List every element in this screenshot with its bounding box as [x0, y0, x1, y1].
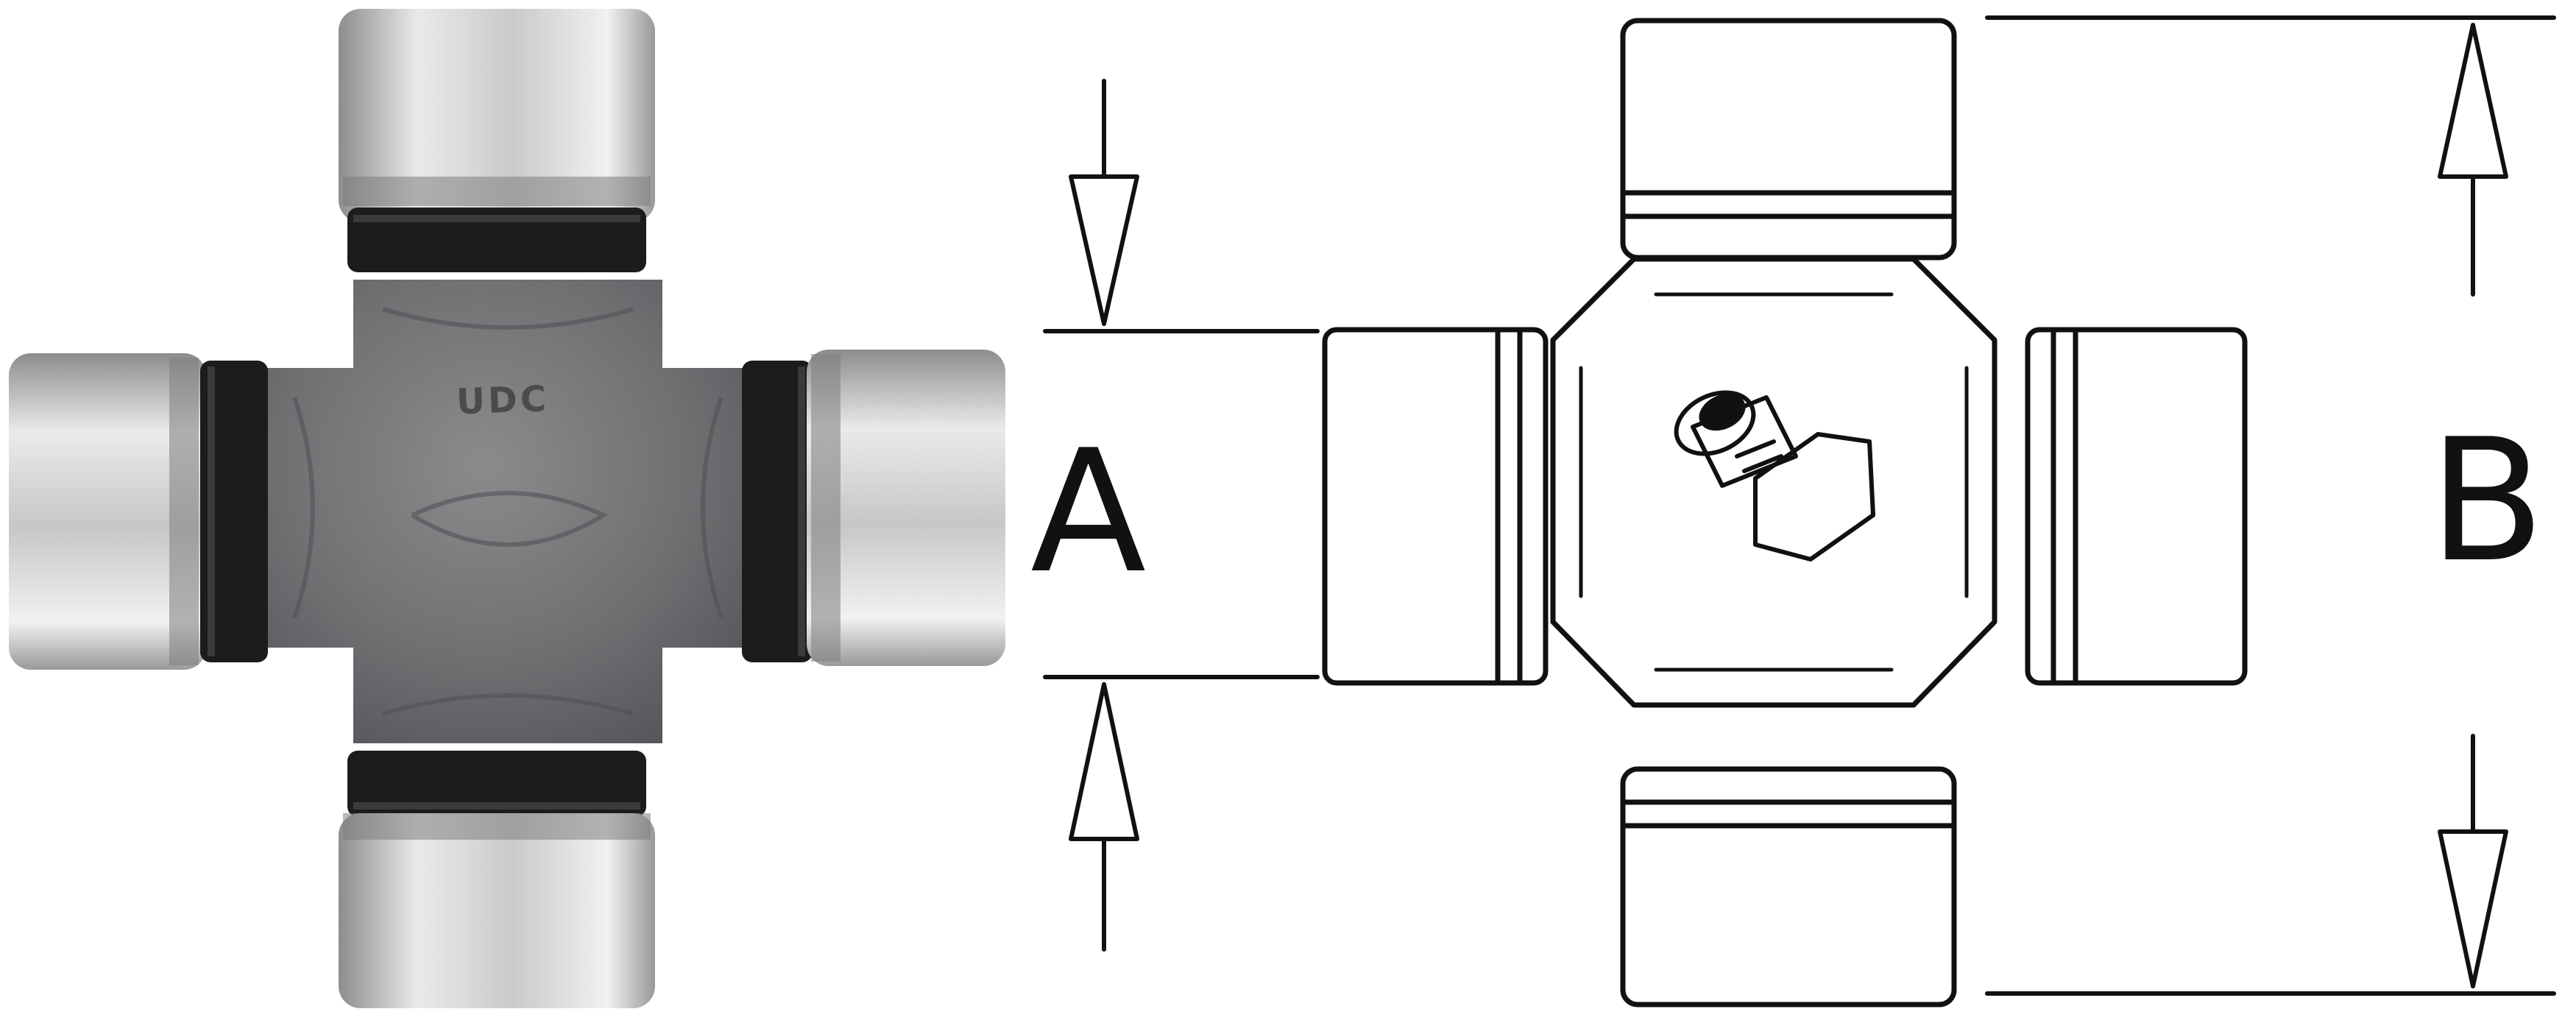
drawing-cross-body: [1550, 256, 1998, 708]
drawing-cap-bottom: [1620, 766, 1957, 1007]
dimension-label-b: B: [2429, 403, 2545, 600]
drawing-cap-left: [1322, 327, 1549, 686]
part-stamp: UDC: [456, 378, 550, 422]
seal-right: [742, 361, 813, 662]
bearing-cap-right: [742, 350, 1005, 666]
drawing-cap-right: [2025, 327, 2248, 686]
arrow-b-down: [2438, 829, 2508, 988]
dimension-a: [1043, 79, 1320, 952]
drawing-shoulder-lines: [1579, 292, 1969, 672]
seal-top: [347, 208, 646, 272]
casting-contours: [292, 307, 723, 716]
arrow-b-up: [2438, 23, 2508, 179]
bearing-cap-top: [339, 9, 655, 272]
seal-bottom: [347, 751, 646, 817]
bearing-cap-left: [9, 353, 268, 670]
drawing-cap-top: [1620, 18, 1957, 261]
arrow-a-up: [1069, 682, 1139, 841]
universal-joint-photo: UDC: [9, 9, 1005, 1008]
arrow-a-down: [1069, 174, 1139, 326]
bearing-cap-bottom: [339, 751, 655, 1008]
seal-left: [200, 361, 268, 662]
dimension-label-a: A: [1030, 414, 1146, 611]
dimension-b: [1985, 15, 2556, 996]
dimension-drawing: [1043, 15, 2556, 1007]
grease-fitting-icon: [1674, 390, 1875, 562]
cross-body: [265, 280, 751, 743]
